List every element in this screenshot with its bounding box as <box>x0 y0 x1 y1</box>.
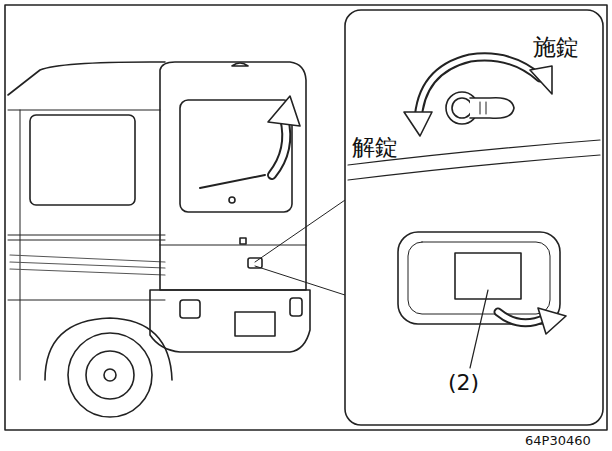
outer-frame <box>5 5 607 430</box>
side-window <box>30 115 135 205</box>
rear-door <box>160 62 306 290</box>
figure-code: 64P30460 <box>525 434 591 447</box>
unlock-arrowhead <box>404 112 432 136</box>
leader-line <box>470 290 488 368</box>
handle-recess <box>398 232 560 324</box>
unlock-label: 解錠 <box>352 136 398 159</box>
number-plate <box>235 312 275 336</box>
rear-wheel <box>68 333 152 417</box>
callout-number: (2) <box>448 372 479 394</box>
lock-arrowhead <box>530 66 552 94</box>
key <box>470 98 514 119</box>
lock-label: 施錠 <box>533 36 579 59</box>
lock-cylinder <box>240 238 246 244</box>
detail-inset <box>345 10 603 425</box>
rear-bumper <box>150 290 310 352</box>
van-roof <box>8 62 165 95</box>
